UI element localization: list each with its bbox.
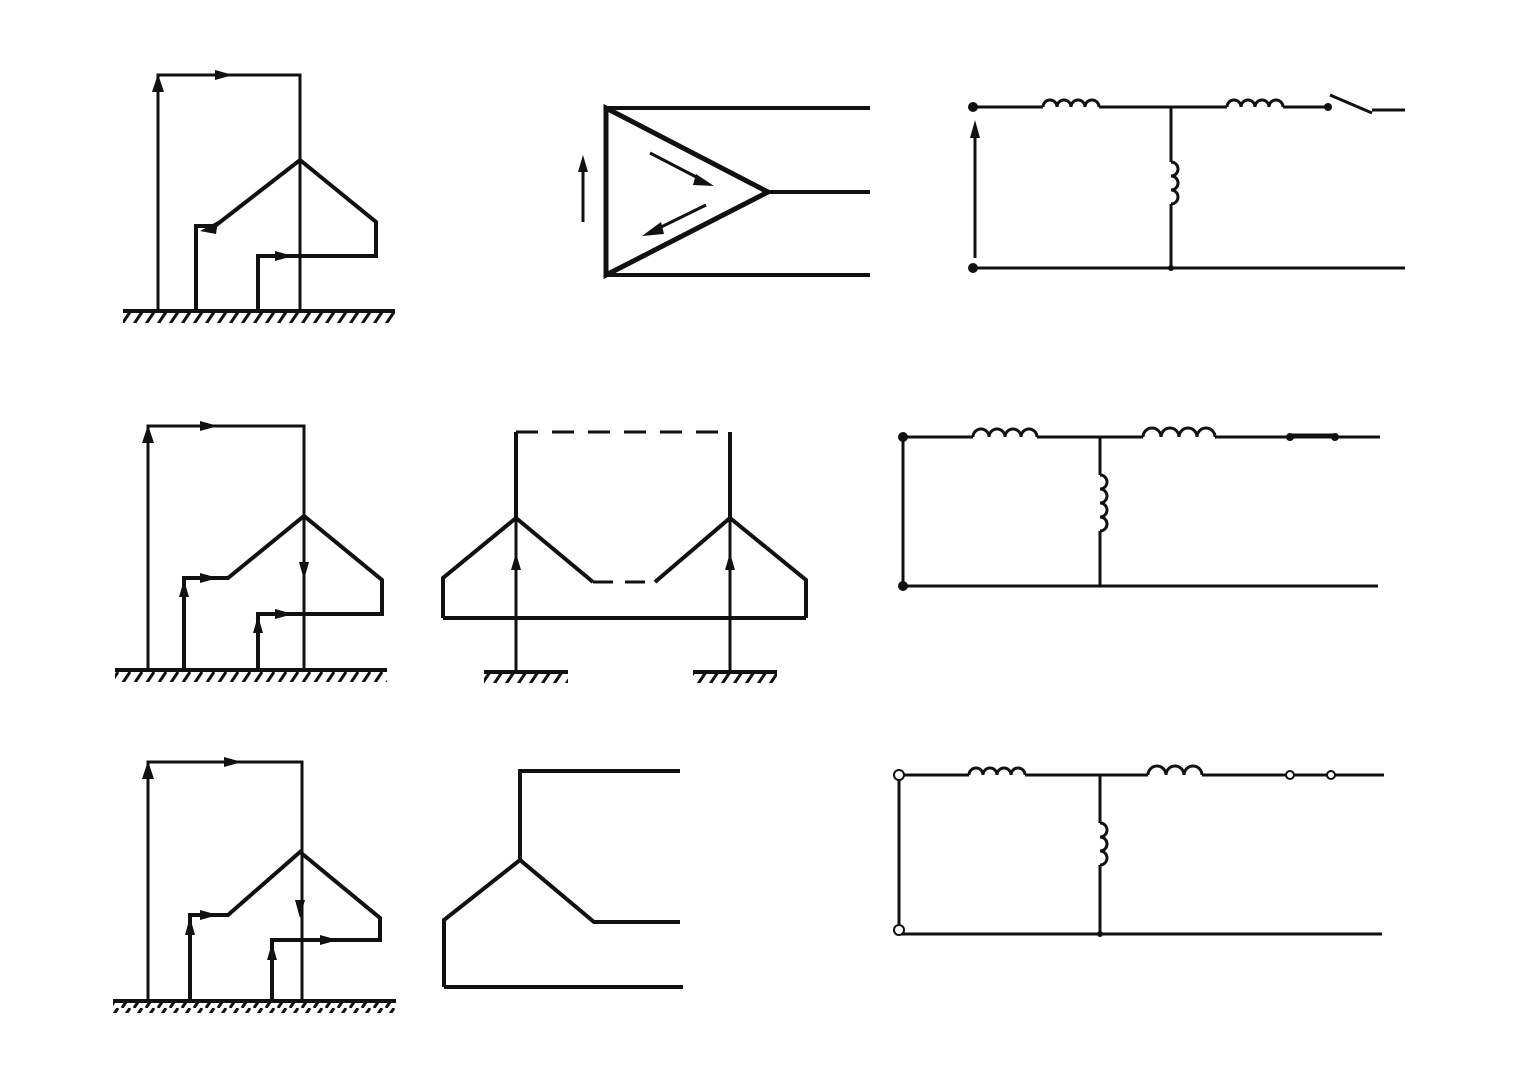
circ-arrow-2 xyxy=(642,222,664,236)
left-arrow xyxy=(200,221,218,234)
wye-winding xyxy=(188,849,382,1001)
up-arrow xyxy=(185,917,195,935)
terminal xyxy=(968,263,978,273)
delta-triangle xyxy=(603,103,774,280)
ground-hatch xyxy=(123,311,395,323)
right-arrow xyxy=(224,757,242,767)
series-inductor-2 xyxy=(1146,764,1204,776)
right-arrow xyxy=(275,251,293,261)
junction xyxy=(1168,265,1174,271)
up-arrow xyxy=(267,943,277,960)
ground-hatch xyxy=(113,1001,396,1013)
down-arrow xyxy=(299,562,309,580)
circ-arrow-1-shaft xyxy=(649,151,703,182)
row3-ground-flow-panel xyxy=(113,757,396,1013)
row1-delta-panel xyxy=(578,103,870,280)
wye-winding xyxy=(182,513,384,670)
series-inductor-2 xyxy=(1141,426,1217,438)
neutral-line xyxy=(518,769,680,860)
terminal xyxy=(893,924,905,936)
up-arrow xyxy=(511,553,521,570)
row1-equivalent-panel xyxy=(968,93,1405,273)
right-arrow xyxy=(275,609,293,619)
switch-contact xyxy=(1324,103,1332,111)
row2-equivalent-panel xyxy=(898,426,1380,591)
up-arrow xyxy=(578,155,588,172)
source-arrow xyxy=(970,120,980,138)
row3-wye-panel xyxy=(442,769,683,989)
shunt-inductor xyxy=(1170,160,1180,206)
wye-winding xyxy=(194,157,378,311)
ground-hatch xyxy=(693,672,777,683)
terminal xyxy=(898,432,908,442)
row2-double-wye-panel xyxy=(441,430,808,683)
switch-contact xyxy=(1331,433,1339,441)
outer-current-loop xyxy=(146,760,304,1001)
right-arrow xyxy=(200,910,218,920)
series-inductor-1 xyxy=(967,766,1027,776)
outer-current-loop xyxy=(156,73,302,311)
open-switch-blade xyxy=(1329,93,1373,115)
up-arrow xyxy=(142,425,154,443)
ground-hatch xyxy=(115,670,387,682)
right-arrow xyxy=(200,421,218,431)
wye-2-winding xyxy=(653,515,808,618)
terminal xyxy=(968,102,978,112)
right-arrow xyxy=(215,70,233,80)
circ-arrow-1 xyxy=(693,174,714,186)
up-arrow xyxy=(179,580,189,597)
ground-hatch xyxy=(484,672,568,683)
series-inductor-1 xyxy=(971,427,1039,438)
terminal xyxy=(893,769,905,781)
row1-ground-flow-panel xyxy=(123,70,395,323)
up-arrow xyxy=(253,616,263,633)
circ-arrow-2-shaft xyxy=(654,203,707,232)
switch-contact xyxy=(1285,770,1295,780)
terminal xyxy=(898,581,908,591)
shunt-inductor xyxy=(1099,473,1109,533)
outer-current-loop xyxy=(146,424,306,670)
up-arrow xyxy=(725,553,735,570)
series-inductor-1 xyxy=(1041,98,1101,108)
right-arrow xyxy=(200,573,218,583)
junction xyxy=(1097,931,1103,937)
wye-1-winding xyxy=(441,515,595,618)
up-arrow xyxy=(142,761,154,779)
wye-winding xyxy=(442,857,680,987)
up-arrow xyxy=(152,74,164,92)
switch-contact xyxy=(1326,770,1336,780)
right-arrow xyxy=(320,935,338,945)
row2-ground-flow-panel xyxy=(115,421,387,682)
switch-contact xyxy=(1286,433,1294,441)
series-inductor-2 xyxy=(1225,98,1285,108)
shunt-inductor xyxy=(1099,821,1109,867)
down-arrow xyxy=(295,900,305,918)
row3-equivalent-panel xyxy=(893,764,1384,937)
